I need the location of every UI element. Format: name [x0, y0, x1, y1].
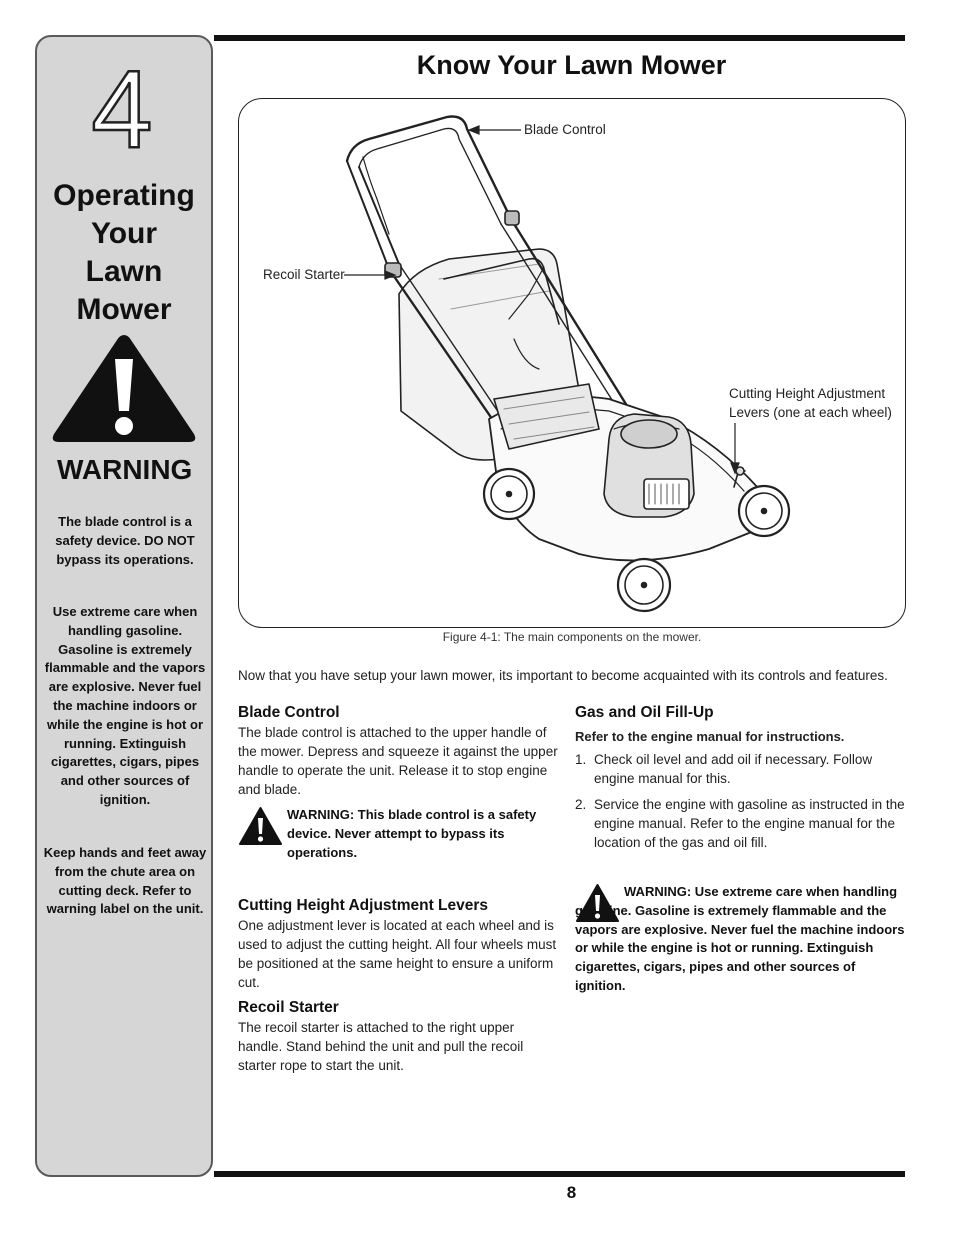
- chapter-number: 4: [37, 47, 215, 173]
- callout-cutting-height: Cutting Height Adjustment Levers (one at…: [729, 386, 892, 420]
- lawn-mower-illustration: [344, 115, 791, 613]
- chapter-number-graphic: 4: [90, 47, 154, 173]
- callout-recoil-starter: Recoil Starter: [263, 267, 345, 282]
- intro-paragraph: Now that you have setup your lawn mower,…: [238, 668, 888, 683]
- heading-cutting-height: Cutting Height Adjustment Levers: [238, 897, 489, 914]
- sidebar-warning-chute: Keep hands and feet away from the chute …: [43, 845, 207, 917]
- heading-gas-oil: Gas and Oil Fill-Up: [575, 704, 714, 721]
- top-rule: [214, 35, 905, 41]
- list-item: 2.Service the engine with gasoline as in…: [575, 797, 905, 850]
- para-recoil-starter: The recoil starter is attached to the ri…: [238, 1020, 524, 1073]
- heading-recoil-starter: Recoil Starter: [238, 999, 339, 1016]
- sidebar-warning-gasoline: Use extreme care when handling gasoline.…: [44, 604, 206, 807]
- figure-caption: Figure 4-1: The main components on the m…: [442, 630, 702, 644]
- warning-triangle-icon: [239, 807, 282, 845]
- gasoline-warning: WARNING: Use extreme care when handling …: [575, 883, 907, 996]
- mower-figure: Blade Control Recoil Starter Cutting Hei…: [238, 98, 906, 628]
- warning-heading: WARNING: [57, 454, 193, 485]
- sidebar-warning-blade: The blade control is a safety device. DO…: [55, 514, 195, 567]
- page-number: 8: [566, 1183, 577, 1202]
- gasoline-warning-text: WARNING: Use extreme care when handling …: [575, 884, 905, 993]
- warning-triangle-icon: [52, 335, 196, 442]
- chapter-sidebar: 4 Operating Your Lawn Mower WARNING The …: [35, 35, 213, 1177]
- bottom-rule: [214, 1171, 905, 1177]
- section-title: Know Your Lawn Mower: [416, 50, 727, 80]
- callout-blade-control: Blade Control: [524, 122, 606, 137]
- list-item: 1.Check oil level and add oil if necessa…: [575, 752, 873, 786]
- chapter-title: Operating Your Lawn Mower: [53, 179, 195, 326]
- heading-blade-control: Blade Control: [238, 704, 340, 721]
- svg-text:4: 4: [91, 59, 152, 159]
- blade-control-warning: WARNING: This blade control is a safety …: [238, 806, 562, 862]
- gas-oil-steps: 1.Check oil level and add oil if necessa…: [575, 750, 907, 859]
- blade-control-warning-text: WARNING: This blade control is a safety …: [287, 807, 537, 860]
- para-blade-control: The blade control is attached to the upp…: [238, 725, 558, 797]
- warning-triangle-icon: [576, 884, 619, 922]
- para-cutting-height: One adjustment lever is located at each …: [238, 918, 557, 990]
- gas-oil-subheading: Refer to the engine manual for instructi…: [575, 729, 845, 744]
